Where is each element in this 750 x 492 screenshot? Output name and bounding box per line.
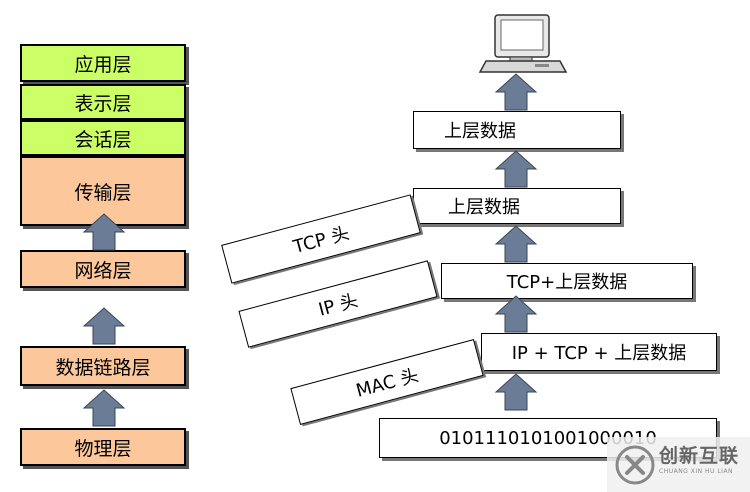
box-ip-tcp-data: IP + TCP + 上层数据 bbox=[481, 333, 717, 371]
layer-presentation: 表示层 bbox=[20, 84, 186, 120]
layer-datalink: 数据链路层 bbox=[20, 346, 186, 386]
layer-session: 会话层 bbox=[20, 120, 186, 156]
computer-icon bbox=[478, 14, 568, 73]
logo-sub-text: CHUANG XIN HU LIAN bbox=[659, 468, 734, 475]
logo-icon bbox=[615, 445, 655, 485]
layer-physical: 物理层 bbox=[20, 428, 186, 466]
layer-application: 应用层 bbox=[20, 44, 186, 82]
box-upper-data: 上层数据 bbox=[413, 188, 621, 224]
arrow-datalink-to-network bbox=[83, 307, 125, 345]
arrow-tcp-to-data bbox=[495, 225, 537, 263]
arrow-network-to-transport bbox=[83, 213, 125, 251]
arrow-data-to-computer bbox=[495, 73, 537, 111]
arrow-physical-to-datalink bbox=[83, 389, 125, 427]
box-upper-data-top: 上层数据 bbox=[413, 111, 621, 149]
box-tcp-data: TCP+上层数据 bbox=[441, 263, 693, 299]
logo-main-text: 创新互联 bbox=[659, 445, 740, 467]
arrow-bits-to-ip bbox=[495, 373, 537, 411]
layer-network: 网络层 bbox=[20, 250, 186, 288]
watermark-logo: 创新互联 CHUANG XIN HU LIAN bbox=[607, 437, 750, 492]
arrow-data-to-data bbox=[495, 150, 537, 188]
arrow-ip-to-tcp bbox=[495, 295, 537, 333]
